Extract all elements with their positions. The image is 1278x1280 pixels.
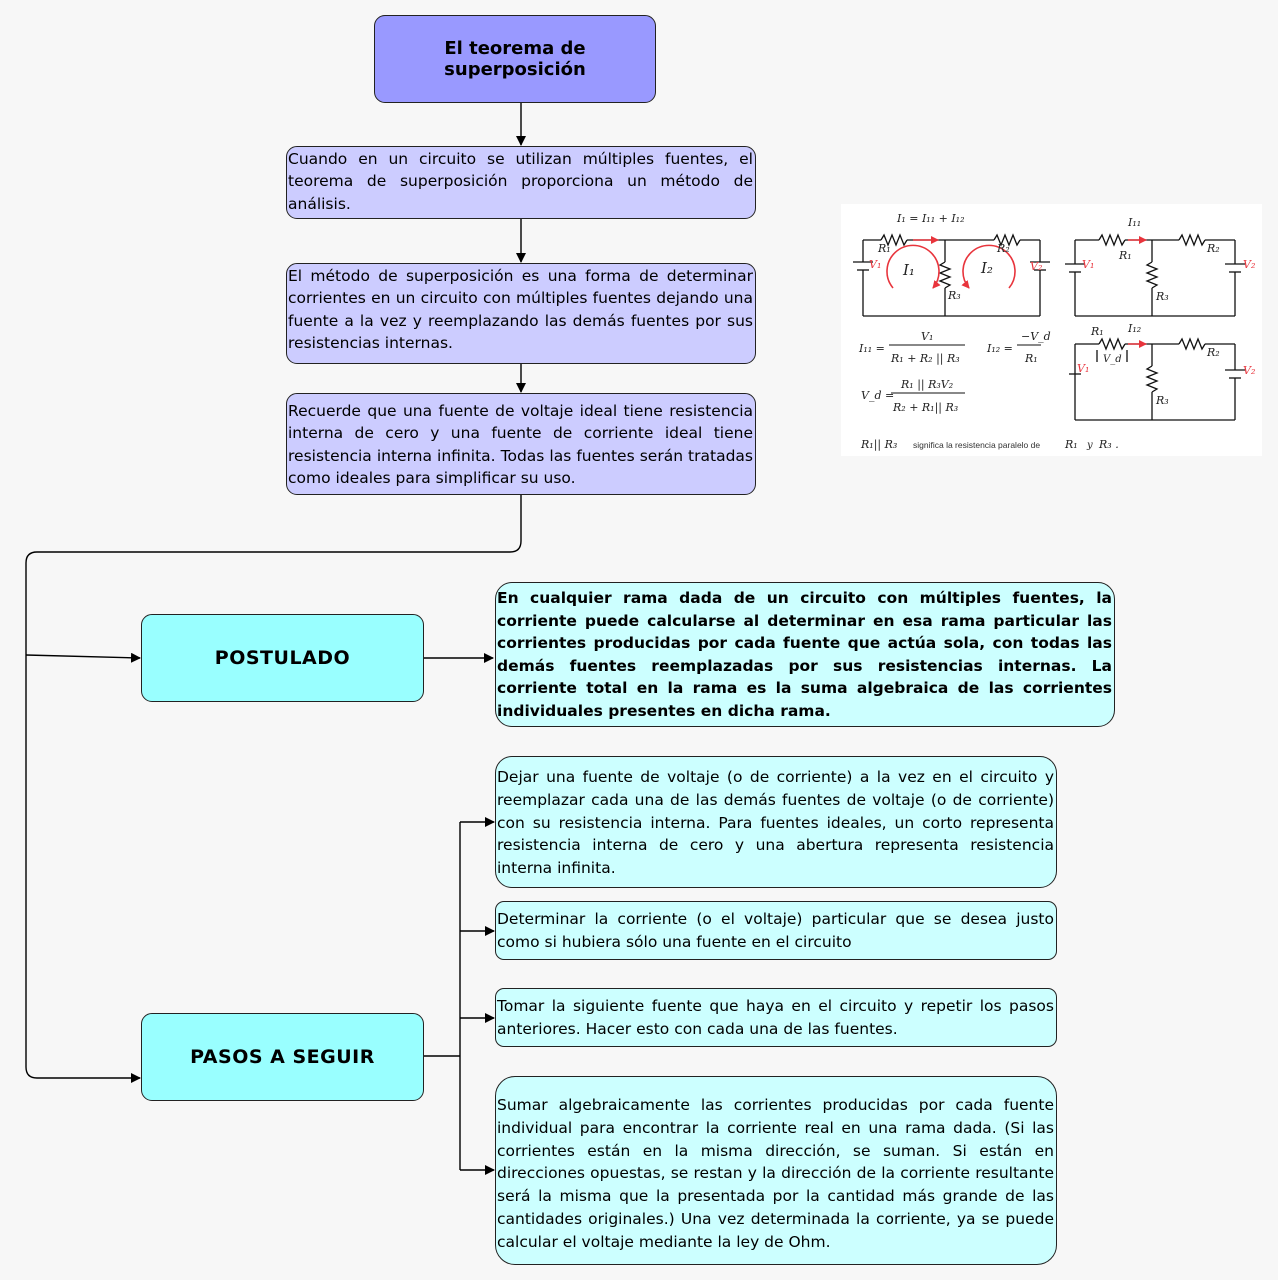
fig-i11-label: I₁₁ xyxy=(1127,216,1141,229)
fig-i1-label: I₁ xyxy=(902,261,915,279)
title-box: El teorema de superposición xyxy=(374,15,656,103)
fig-top-equation: I₁ = I₁₁ + I₁₂ xyxy=(896,212,965,225)
fig-c3-r2-label: R₂ xyxy=(1206,346,1220,359)
step-4: Sumar algebraicamente las corrientes pro… xyxy=(495,1076,1057,1265)
circuit-3 xyxy=(1069,337,1245,421)
circuit-1 xyxy=(853,233,1050,317)
arrow-to-postulado xyxy=(25,652,141,663)
eq-i12-den: R₁ xyxy=(1024,352,1038,365)
fig-r2-label: R₂ xyxy=(996,242,1010,255)
note-r1: R₁ xyxy=(1064,438,1078,451)
intro-box-2: El método de superposición es una forma … xyxy=(286,263,756,364)
eq-i11-den: R₁ + R₂ || R₃ xyxy=(890,352,960,366)
fig-c2-r2-label: R₂ xyxy=(1206,242,1220,255)
fig-c3-r1-label: R₁ xyxy=(1090,325,1104,338)
circuit-figure: I₁ = I₁₁ + I₁₂ R₁ R₂ R₃ I₁ I₂ V₁ V₂ xyxy=(841,204,1262,456)
eq-i11-num: V₁ xyxy=(921,330,933,343)
circuit-1-currents xyxy=(886,236,1016,289)
branch-trunk xyxy=(25,495,522,1083)
fig-c3-v1-label: V₁ xyxy=(1077,362,1089,375)
eq-i12-num: −V_d xyxy=(1021,330,1051,343)
note-symbol: R₁|| R₃ xyxy=(860,438,897,452)
note-r3: R₃ . xyxy=(1098,438,1119,451)
fig-c2-r1-label: R₁ xyxy=(1118,249,1132,262)
fig-c2-v2-label: V₂ xyxy=(1243,258,1255,271)
fig-r3-label: R₃ xyxy=(947,289,961,302)
fig-r1-label: R₁ xyxy=(877,242,891,255)
circuit-2 xyxy=(1065,233,1245,317)
fig-c2-r3-label: R₃ xyxy=(1155,290,1169,303)
step-1: Dejar una fuente de voltaje (o de corrie… xyxy=(495,756,1057,888)
intro-box-3: Recuerde que una fuente de voltaje ideal… xyxy=(286,393,756,495)
fig-v1-label: V₁ xyxy=(869,258,881,271)
fig-i2-label: I₂ xyxy=(980,259,993,277)
pasos-label: PASOS A SEGUIR xyxy=(141,1013,424,1101)
fig-c3-r3-label: R₃ xyxy=(1155,394,1169,407)
eq-i12-lhs: I₁₂ = xyxy=(986,342,1013,355)
fig-vd-label: V_d xyxy=(1103,354,1122,365)
eq-vd-num: R₁ || R₃V₂ xyxy=(900,378,953,392)
eq-i11-lhs: I₁₁ = xyxy=(858,342,885,355)
note-text: significa la resistencia paralelo de xyxy=(913,440,1040,450)
note-y: y xyxy=(1086,440,1093,451)
intro-box-1: Cuando en un circuito se utilizan múltip… xyxy=(286,146,756,219)
eq-vd-den: R₂ + R₁|| R₃ xyxy=(892,401,958,415)
fig-c2-v1-label: V₁ xyxy=(1082,258,1094,271)
step-3: Tomar la siguiente fuente que haya en el… xyxy=(495,988,1057,1047)
postulado-label: POSTULADO xyxy=(141,614,424,702)
postulado-text: En cualquier rama dada de un circuito co… xyxy=(495,582,1115,727)
eq-vd-lhs: V_d = xyxy=(861,389,894,402)
fig-c3-v2-label: V₂ xyxy=(1243,364,1255,377)
fig-v2-label: V₂ xyxy=(1030,260,1042,273)
fig-i12-label: I₁₂ xyxy=(1127,322,1141,335)
step-2: Determinar la corriente (o el voltaje) p… xyxy=(495,901,1057,960)
